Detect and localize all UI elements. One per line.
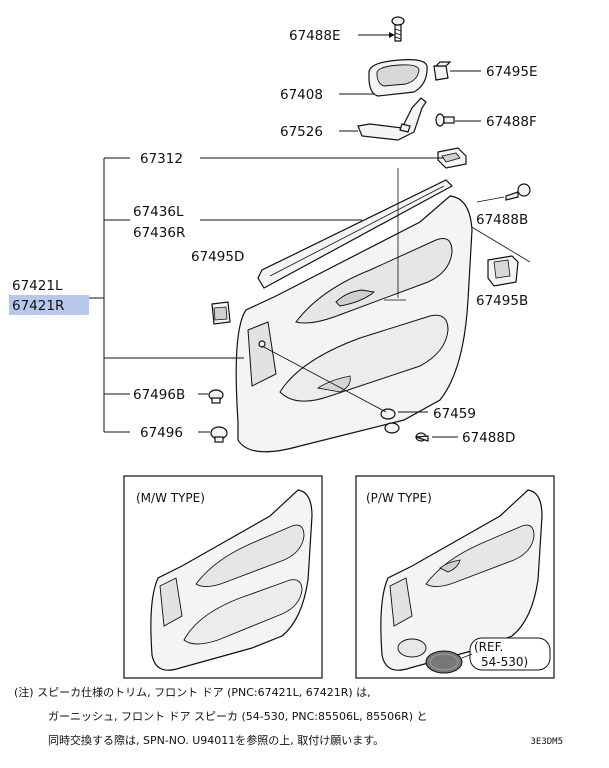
label-67495E: 67495E (486, 64, 537, 80)
inset-pw-type: (P/W TYPE) (REF. 54-530) (355, 475, 555, 679)
label-67488F: 67488F (486, 114, 537, 130)
screw-67488E-icon (391, 16, 405, 42)
label-67496: 67496 (140, 425, 183, 441)
label-67436L: 67436L (133, 204, 184, 220)
label-67488E: 67488E (289, 28, 340, 44)
bracket-67526-icon (357, 97, 427, 141)
footnote-line-2: ガーニッシュ, フロント ドア スピーカ (54-530, PNC:85506L… (48, 710, 428, 723)
inset-pw-title: (P/W TYPE) (366, 491, 432, 505)
footnote-line-3: 同時交換する際は, SPN-NO. U94011を参照の上, 取付け願います。 (48, 734, 385, 747)
ref-line-2: 54-530) (481, 655, 528, 669)
label-67459: 67459 (433, 406, 476, 422)
mw-door-trim-icon (150, 489, 313, 671)
label-67436R: 67436R (133, 225, 185, 241)
clip-67496B-icon (208, 389, 224, 404)
pull-cup-67408-icon (368, 59, 428, 97)
clip-67495E-icon (433, 61, 452, 81)
label-67408: 67408 (280, 87, 323, 103)
highlight-67421R (9, 295, 89, 315)
clip-67495D-icon (211, 301, 231, 325)
label-67421R: 67421R (12, 298, 64, 314)
footnote-line-1: (注) スピーカ仕様のトリム, フロント ドア (PNC:67421L, 674… (14, 686, 371, 699)
label-67495B: 67495B (476, 293, 528, 309)
label-67496B: 67496B (133, 387, 185, 403)
inset-mw-type: (M/W TYPE) (123, 475, 323, 679)
label-67488D: 67488D (462, 430, 515, 446)
label-67312: 67312 (140, 151, 183, 167)
screw-67488D-icon (415, 432, 429, 442)
screw-67488B-icon (505, 183, 531, 201)
label-67495D: 67495D (191, 249, 244, 265)
door-trim-panel-icon (235, 179, 473, 453)
ref-line-1: (REF. (474, 640, 503, 654)
ref-box (469, 637, 551, 671)
pw-door-trim-icon (380, 489, 543, 671)
screw-67488F-icon (435, 113, 455, 127)
clip-67496-icon (210, 426, 228, 443)
inset-mw-title: (M/W TYPE) (136, 491, 205, 505)
diagram-code: 3E3DM5 (530, 737, 563, 747)
label-67488B: 67488B (476, 212, 528, 228)
label-67421L: 67421L (12, 278, 63, 294)
clip-67495B-icon (487, 255, 519, 287)
label-67526: 67526 (280, 124, 323, 140)
switch-bezel-icon (437, 147, 467, 169)
speaker-grille-icon (425, 650, 463, 674)
